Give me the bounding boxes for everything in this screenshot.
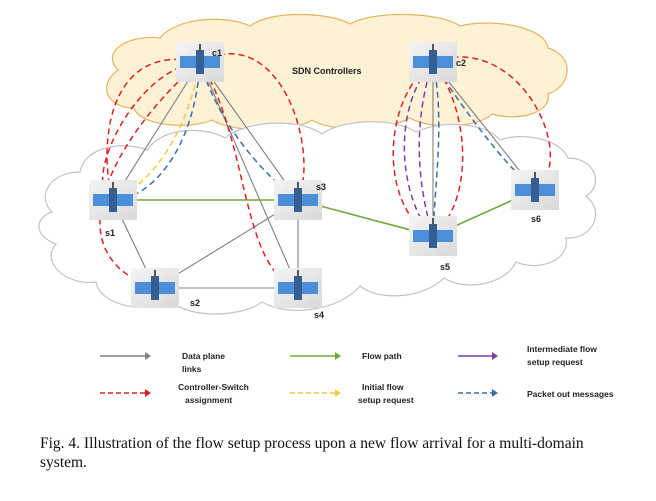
node-label-s5: s5: [440, 262, 450, 272]
legend-intermediate: Intermediate flow setup request: [458, 344, 597, 367]
node-s3: s3: [274, 180, 326, 220]
node-label-s4: s4: [314, 310, 324, 320]
flow-setup-diagram: c1 c2 s1 s2 s3 s4 s5: [38, 13, 614, 405]
legend-packet-out: Packet out messages: [458, 389, 614, 399]
legend-flow-path: Flow path: [290, 351, 402, 361]
figure-caption: Fig. 4. Illustration of the flow setup p…: [40, 435, 584, 471]
node-c2: c2: [409, 42, 466, 82]
node-s4: s4: [274, 268, 324, 320]
legend-intermediate-label-2: setup request: [527, 357, 583, 367]
node-s2: s2: [131, 268, 200, 308]
legend-controller-switch-label-1: Controller-Switch: [178, 382, 249, 392]
initial-setup-request-line: [112, 61, 201, 201]
controllers-cloud-label: SDN Controllers: [292, 66, 362, 76]
legend-controller-switch-label-2: assignment: [185, 395, 232, 405]
flow-path: [113, 189, 536, 237]
legend-initial-label-1: Initial flow: [362, 382, 404, 392]
legend-intermediate-label-1: Intermediate flow: [527, 344, 597, 354]
legend-packet-out-label: Packet out messages: [527, 389, 614, 399]
node-label-s3: s3: [316, 182, 326, 192]
legend-data-plane-label-1: Data plane: [182, 351, 225, 361]
node-label-s6: s6: [531, 214, 541, 224]
legend: Data plane links Flow path Intermediate …: [100, 344, 614, 405]
node-s5: s5: [409, 216, 457, 272]
node-label-c2: c2: [456, 58, 466, 68]
legend-data-plane-label-2: links: [182, 364, 202, 374]
node-s1: s1: [89, 180, 137, 238]
node-label-s2: s2: [190, 298, 200, 308]
legend-initial: Initial flow setup request: [290, 382, 414, 405]
legend-data-plane: Data plane links: [100, 351, 225, 374]
node-c1: c1: [176, 42, 224, 82]
node-s6: s6: [511, 170, 559, 224]
legend-controller-switch: Controller-Switch assignment: [100, 382, 249, 405]
legend-flow-path-label: Flow path: [362, 351, 402, 361]
legend-initial-label-2: setup request: [358, 395, 414, 405]
node-label-c1: c1: [212, 48, 222, 58]
node-label-s1: s1: [105, 228, 115, 238]
